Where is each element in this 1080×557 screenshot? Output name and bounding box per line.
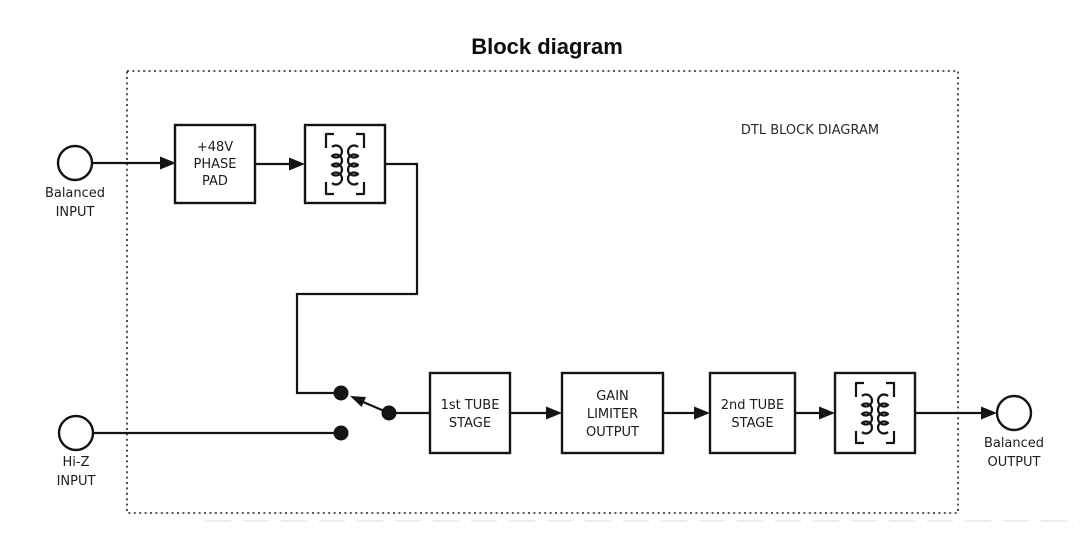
phase-pad-box: [173, 123, 257, 205]
balanced-input-label-line2: INPUT: [56, 205, 95, 220]
output-transformer-block: [833, 371, 917, 455]
arrow-transformer-to-output: [915, 406, 997, 420]
page-title: Block diagram: [471, 34, 623, 59]
balanced-output-label-line2: OUTPUT: [988, 455, 1041, 470]
arrowhead-icon: [546, 406, 562, 420]
output-transformer-box: [833, 371, 917, 455]
gain-limiter-label-line2: LIMITER: [587, 407, 638, 422]
gain-limiter-output-block: GAIN LIMITER OUTPUT: [560, 371, 665, 455]
arrowhead-icon: [289, 157, 305, 171]
hi-z-input-terminal: Hi-Z INPUT: [57, 414, 96, 489]
diagram-watermark-label: DTL BLOCK DIAGRAM: [741, 123, 879, 138]
arrowhead-icon: [160, 156, 176, 170]
input-transformer-box: [303, 123, 387, 205]
arrowhead-icon: [694, 406, 710, 420]
balanced-input-label-line1: Balanced: [45, 186, 105, 201]
arrowhead-icon: [981, 406, 997, 420]
arrow-phase-pad-to-transformer: [255, 157, 305, 171]
arrowhead-icon: [819, 406, 835, 420]
arrow-first-tube-to-gain-limiter: [510, 406, 562, 420]
balanced-output-terminal: Balanced OUTPUT: [984, 394, 1044, 470]
switch-upper-contact-dot: [333, 385, 349, 401]
first-tube-stage-box: [428, 371, 512, 455]
switch-lower-contact-dot: [333, 425, 349, 441]
arrow-second-tube-to-transformer: [795, 406, 835, 420]
phase-pad-label-line2: PHASE: [194, 157, 237, 172]
switch-arm-arrowhead-icon: [350, 396, 366, 407]
input-selector-switch: [333, 385, 430, 441]
hi-z-input-label-line1: Hi-Z: [63, 455, 90, 470]
balanced-input-terminal: Balanced INPUT: [45, 144, 105, 220]
gain-limiter-box: [560, 371, 665, 455]
input-transformer-block: [303, 123, 387, 205]
phase-pad-block: +48V PHASE PAD: [173, 123, 257, 205]
phase-pad-label-line3: PAD: [202, 174, 228, 189]
balanced-input-connector-icon: [56, 144, 94, 182]
wire-transformer-to-switch: [295, 162, 419, 395]
first-tube-stage-label-line2: STAGE: [449, 416, 491, 431]
gain-limiter-label-line3: OUTPUT: [586, 425, 639, 440]
hi-z-input-connector-icon: [57, 414, 95, 452]
second-tube-stage-block: 2nd TUBE STAGE: [708, 371, 797, 455]
arrow-gain-limiter-to-second-tube: [663, 406, 710, 420]
first-tube-stage-label-line1: 1st TUBE: [441, 398, 500, 413]
second-tube-stage-label-line1: 2nd TUBE: [721, 398, 784, 413]
first-tube-stage-block: 1st TUBE STAGE: [428, 371, 512, 455]
switch-arm: [361, 400, 390, 415]
balanced-output-connector-icon: [995, 394, 1033, 432]
arrow-input-to-phase-pad: [92, 156, 176, 170]
phase-pad-label-line1: +48V: [197, 140, 233, 155]
balanced-output-label-line1: Balanced: [984, 436, 1044, 451]
hi-z-input-label-line2: INPUT: [57, 474, 96, 489]
gain-limiter-label-line1: GAIN: [596, 389, 629, 404]
second-tube-stage-box: [708, 371, 797, 455]
second-tube-stage-label-line2: STAGE: [731, 416, 773, 431]
